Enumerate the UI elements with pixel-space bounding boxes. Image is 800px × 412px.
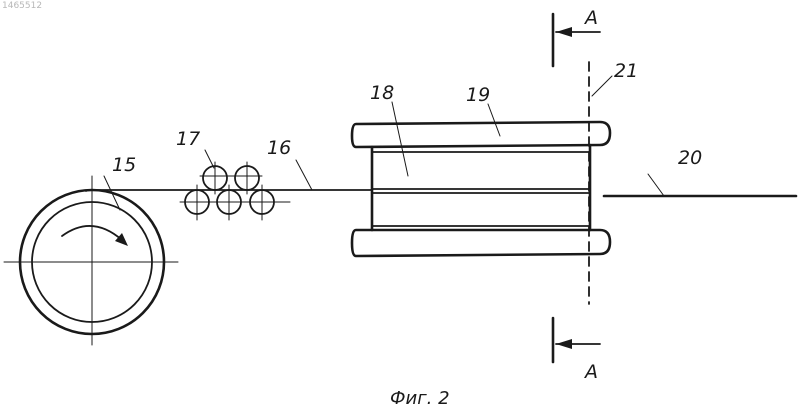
leader-16 [296, 160, 312, 190]
upper-roll-19 [352, 122, 610, 147]
roller-group-17 [180, 150, 290, 220]
figure-caption: Фиг. 2 [390, 388, 450, 409]
leader-19 [488, 104, 500, 136]
coil-15 [4, 176, 178, 345]
label-17: 17 [176, 128, 200, 150]
document-number: 1465512 [2, 1, 42, 11]
roll-stand-18-19 [352, 102, 610, 256]
section-arrow-top-head [556, 27, 572, 37]
leader-21 [592, 76, 612, 96]
strip-tangent [86, 190, 92, 191]
section-label-top: A [583, 7, 598, 29]
section-label-bottom: A [583, 361, 598, 383]
label-18: 18 [370, 82, 394, 104]
section-plane-21 [553, 14, 612, 362]
label-15: 15 [112, 154, 136, 176]
leader-20 [648, 174, 664, 196]
label-21: 21 [614, 60, 638, 82]
leader-18 [392, 102, 408, 176]
label-16: 16 [267, 137, 291, 159]
label-19: 19 [466, 84, 490, 106]
leader-17 [205, 150, 214, 168]
lower-roll [352, 230, 610, 256]
output-strip-20 [604, 174, 796, 196]
label-20: 20 [678, 147, 702, 169]
section-arrow-bottom-head [556, 339, 572, 349]
